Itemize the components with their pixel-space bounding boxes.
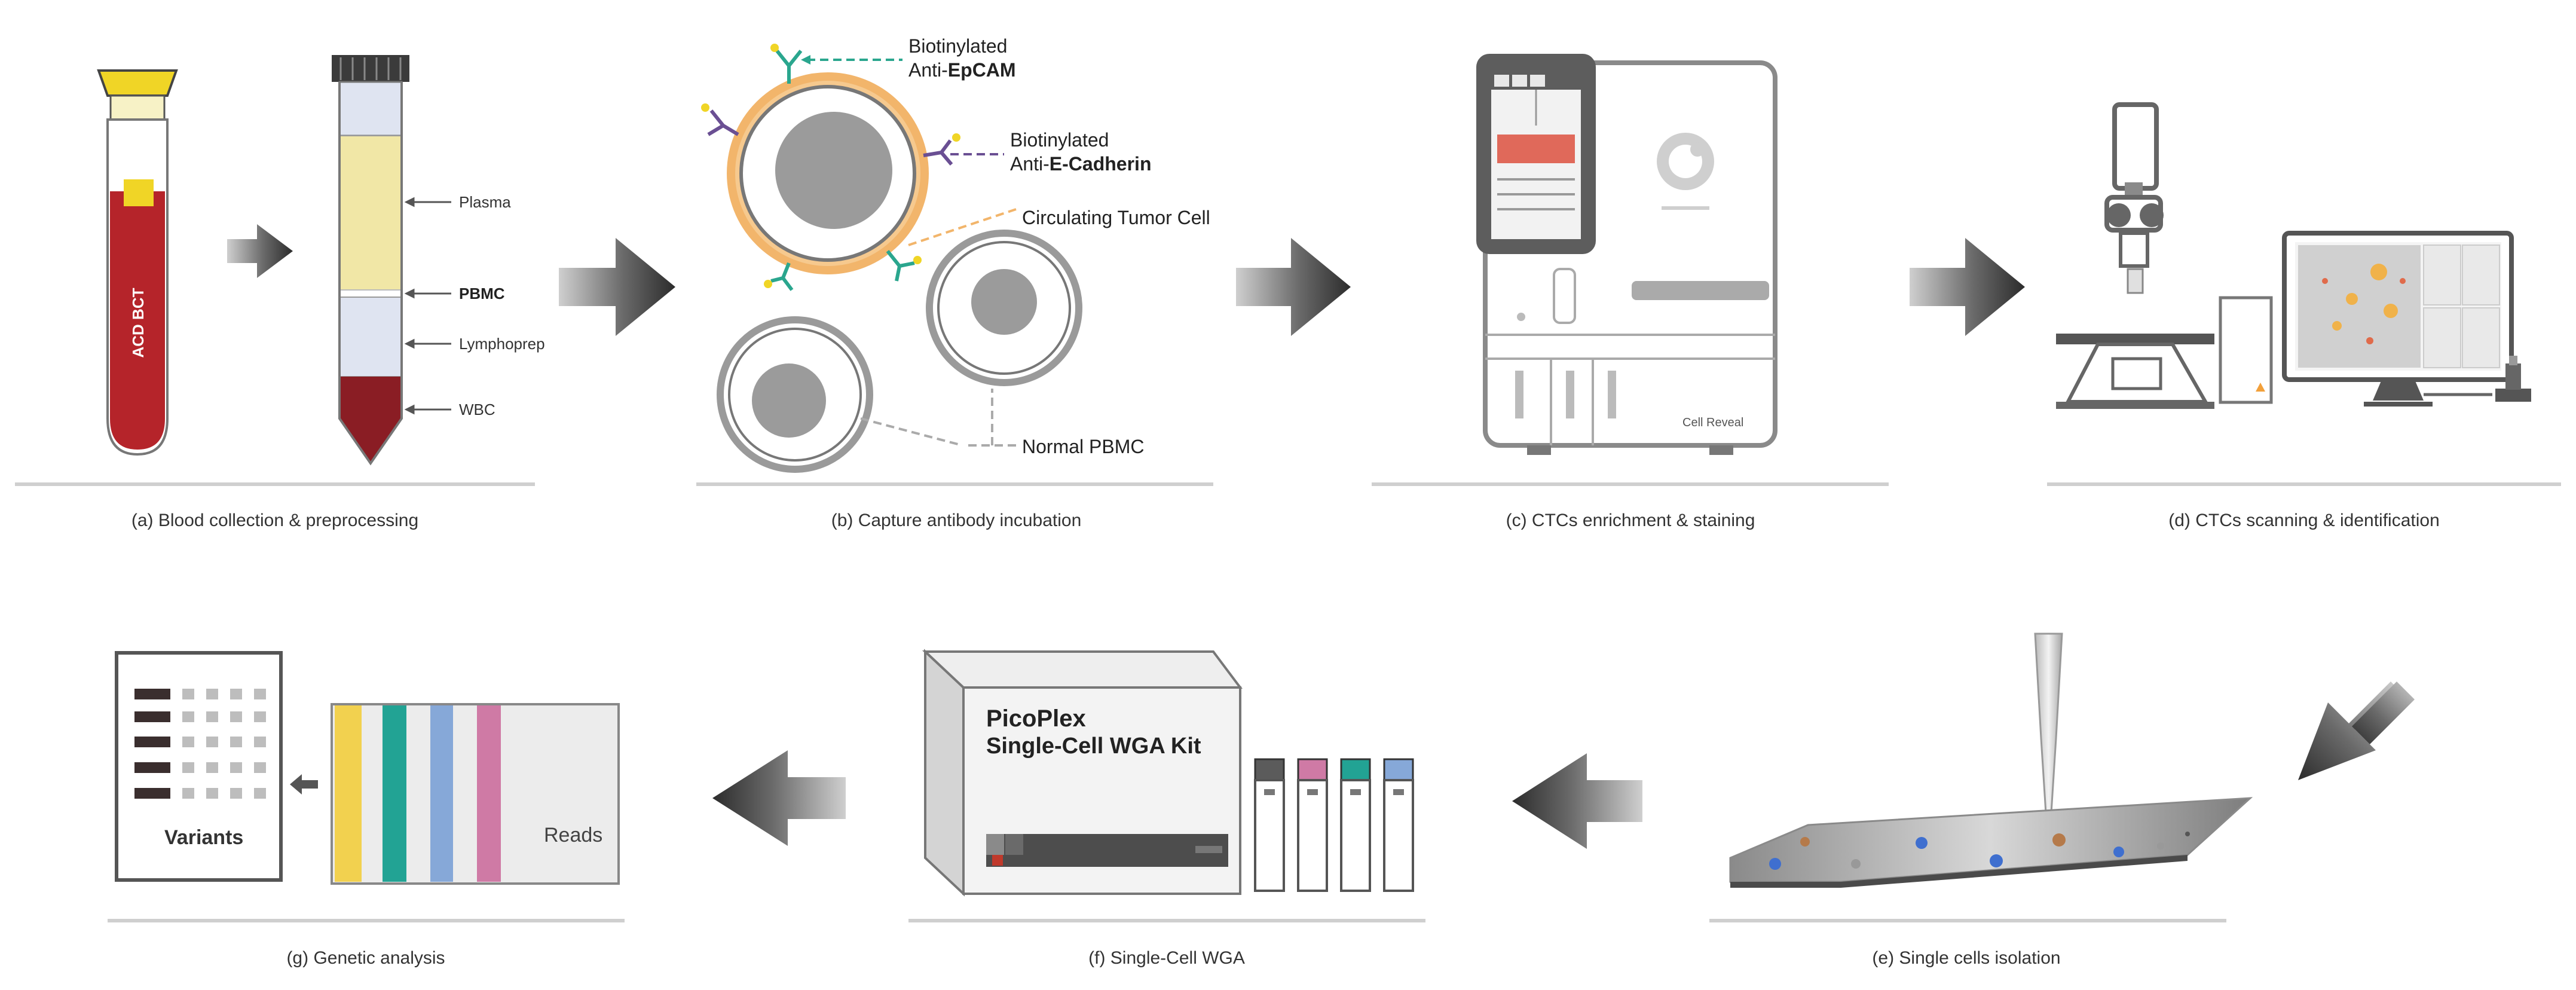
cell-reveal-instrument: Cell Reveal bbox=[1476, 54, 1777, 455]
epcam-line1: Biotinylated bbox=[908, 35, 1007, 57]
tube-label: ACD BCT bbox=[129, 288, 147, 358]
arrow-a-small bbox=[227, 224, 293, 278]
joystick bbox=[2495, 356, 2531, 402]
panel-c: Cell Reveal (c) CTCs enrichment & staini… bbox=[1372, 54, 1889, 530]
caption-f: (f) Single-Cell WGA bbox=[1088, 948, 1245, 968]
layer-callouts bbox=[404, 197, 451, 415]
label-normal-pbmc: Normal PBMC bbox=[1022, 436, 1144, 457]
caption-e: (e) Single cells isolation bbox=[1872, 948, 2060, 968]
label-ctc: Circulating Tumor Cell bbox=[1022, 207, 1210, 228]
panel-e: (e) Single cells isolation bbox=[1709, 632, 2253, 968]
arrow-e-to-f bbox=[1512, 753, 1642, 849]
arrow-b-to-c bbox=[1236, 238, 1351, 336]
panel-g: Reads Variants (g) Genetic analysis bbox=[108, 651, 625, 968]
caption-c: (c) CTCs enrichment & staining bbox=[1506, 511, 1755, 530]
slide-cells bbox=[1769, 832, 2190, 870]
variants-sheet: Variants bbox=[115, 651, 283, 882]
panel-d: (d) CTCs scanning & identification bbox=[2047, 102, 2561, 530]
glass-slide bbox=[1729, 797, 2253, 888]
arrow-f-to-g bbox=[712, 750, 846, 846]
epcam-line2: Anti-EpCAM bbox=[908, 59, 1016, 81]
ecad-line2: Anti-E-Cadherin bbox=[1010, 153, 1151, 175]
panel-b: Biotinylated Anti-EpCAM Biotinylated Ant… bbox=[696, 35, 1213, 530]
normal-pbmc-1 bbox=[926, 230, 1082, 386]
arrow-d-to-e-body bbox=[2352, 682, 2415, 744]
panel-f: PicoPlex Single-Cell WGA Kit (f) Single-… bbox=[908, 649, 1425, 968]
microscope bbox=[2056, 102, 2214, 409]
pipette bbox=[2034, 632, 2063, 814]
reads-sheet: Reads bbox=[331, 703, 620, 885]
label-plasma: Plasma bbox=[459, 193, 511, 211]
instrument-label: Cell Reveal bbox=[1682, 416, 1743, 429]
antibody-epcam-3 bbox=[764, 262, 794, 291]
label-pbmc: PBMC bbox=[459, 285, 505, 302]
arrow-reads-to-variants bbox=[290, 774, 318, 795]
kit-name: PicoPlex bbox=[986, 705, 1086, 732]
label-wbc: WBC bbox=[459, 401, 495, 418]
arrow-c-to-d bbox=[1910, 238, 2025, 336]
computer-tower bbox=[2219, 296, 2273, 404]
antibody-ecad-2 bbox=[923, 133, 960, 166]
antibody-epcam-2 bbox=[886, 250, 922, 282]
antibodies bbox=[701, 44, 960, 291]
antibody-ecad-1 bbox=[701, 103, 739, 136]
reagent-vials bbox=[1254, 758, 1414, 892]
b-callouts bbox=[807, 59, 1017, 447]
arrow-a-to-b bbox=[559, 238, 675, 336]
label-lymphoprep: Lymphoprep bbox=[459, 335, 545, 353]
caption-g: (g) Genetic analysis bbox=[286, 948, 445, 968]
normal-pbmc-2 bbox=[717, 316, 873, 473]
caption-a: (a) Blood collection & preprocessing bbox=[131, 511, 418, 530]
centrifuge-tube bbox=[332, 55, 409, 466]
monitor bbox=[2282, 231, 2514, 407]
panel-a: ACD BCT Plasma PBMC Lymph bbox=[15, 55, 545, 530]
caption-d: (d) CTCs scanning & identification bbox=[2168, 511, 2440, 530]
acd-bct-tube: ACD BCT bbox=[97, 69, 178, 456]
antibody-epcam bbox=[770, 44, 803, 84]
wga-kit-box: PicoPlex Single-Cell WGA Kit bbox=[922, 649, 1243, 897]
kit-subtitle: Single-Cell WGA Kit bbox=[986, 734, 1201, 759]
label-reads: Reads bbox=[544, 824, 602, 847]
circulating-tumor-cell bbox=[727, 72, 929, 274]
label-variants: Variants bbox=[164, 826, 243, 849]
ecad-line1: Biotinylated bbox=[1010, 129, 1109, 151]
caption-b: (b) Capture antibody incubation bbox=[831, 511, 1082, 530]
